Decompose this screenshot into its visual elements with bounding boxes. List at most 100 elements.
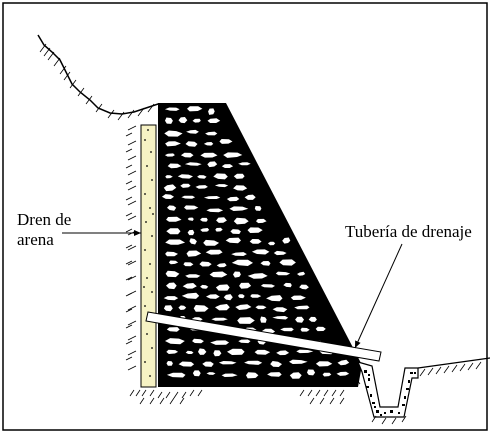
stone-void <box>250 294 262 298</box>
stone-void <box>200 217 208 222</box>
stone-void <box>223 152 243 158</box>
stone-void <box>186 129 199 134</box>
stone-void <box>213 173 228 180</box>
stone-void <box>210 340 230 345</box>
stone-void <box>187 217 194 221</box>
tuberia-arrow <box>354 243 403 349</box>
stone-void <box>165 251 178 257</box>
sand-drain-label-line2: arena <box>17 230 54 249</box>
stone-void <box>223 294 233 301</box>
stone-void <box>238 162 251 166</box>
stone-void <box>239 282 252 289</box>
stone-void <box>166 361 173 366</box>
stone-void <box>289 372 302 379</box>
stone-void <box>202 361 214 367</box>
stone-void <box>165 338 185 345</box>
stone-void <box>185 274 201 278</box>
original-ground-line <box>37 34 165 115</box>
stone-void <box>260 261 271 266</box>
stone-void <box>215 284 230 291</box>
stone-void <box>294 305 310 310</box>
stone-void <box>165 117 173 124</box>
stone-void <box>178 305 187 310</box>
stone-void <box>235 304 252 310</box>
stone-void <box>315 361 333 367</box>
stone-void <box>247 227 263 233</box>
stone-void <box>178 117 188 124</box>
stone-void <box>273 250 287 256</box>
stone-void <box>280 327 294 332</box>
stone-void <box>299 284 309 290</box>
stone-void <box>322 372 332 377</box>
stone-void <box>255 305 267 310</box>
stone-void <box>165 175 173 179</box>
stone-void <box>208 108 215 115</box>
stone-void <box>215 304 230 311</box>
stone-void <box>233 185 248 191</box>
stone-void <box>181 292 200 299</box>
drainage-pipe <box>145 311 382 362</box>
stone-void <box>163 184 177 192</box>
stone-void <box>216 217 227 223</box>
stone-void <box>336 371 350 376</box>
stone-void <box>206 294 220 299</box>
stone-void <box>184 162 202 166</box>
stone-void <box>163 296 179 301</box>
stone-void <box>289 359 308 364</box>
stone-void <box>227 348 245 355</box>
stone-void <box>221 164 234 168</box>
stone-void <box>203 196 221 199</box>
stone-void <box>185 350 194 354</box>
stone-void <box>166 228 181 235</box>
stone-void <box>182 283 197 289</box>
stone-void <box>186 250 202 257</box>
stone-void <box>163 305 173 312</box>
masonry-wall-body <box>158 103 362 387</box>
stone-void <box>233 217 249 225</box>
sand-drain-label-line1: Dren de <box>17 210 72 229</box>
stone-void <box>307 369 316 376</box>
drainage-pipe-label: Tubería de drenaje <box>345 222 472 241</box>
stone-void <box>185 141 198 147</box>
stone-void <box>267 241 276 246</box>
stone-void <box>166 216 182 222</box>
ditch-lining-texture <box>364 370 416 416</box>
stone-void <box>211 317 228 321</box>
stone-void <box>180 183 191 188</box>
stone-void <box>256 218 267 224</box>
stone-void <box>193 305 209 312</box>
stone-void <box>209 271 228 278</box>
stone-void <box>167 163 182 169</box>
stone-void <box>165 270 180 278</box>
stone-void <box>216 263 227 268</box>
stone-void <box>200 228 210 232</box>
stone-void <box>166 372 186 378</box>
stone-void <box>207 161 218 168</box>
stone-void <box>272 316 289 320</box>
stone-void <box>237 317 255 324</box>
stone-void <box>244 360 263 365</box>
excavation-cut-hatching <box>125 125 137 371</box>
stone-void <box>198 348 207 355</box>
stone-void <box>229 206 249 211</box>
stone-void <box>166 349 179 354</box>
stone-void <box>230 229 241 234</box>
stone-void <box>165 141 181 147</box>
sand-drain <box>140 124 157 388</box>
stone-void <box>225 237 241 244</box>
stone-void <box>164 153 175 157</box>
stone-void <box>270 361 282 367</box>
stone-void <box>184 205 199 210</box>
stone-void <box>275 271 291 276</box>
stone-void <box>226 196 240 202</box>
stone-void <box>187 229 195 236</box>
stone-void <box>199 261 212 267</box>
stone-void <box>238 294 245 299</box>
stone-void <box>203 142 214 146</box>
stone-void <box>187 106 203 112</box>
stone-void <box>205 131 218 136</box>
stone-void <box>177 174 193 179</box>
stone-void <box>167 205 177 211</box>
